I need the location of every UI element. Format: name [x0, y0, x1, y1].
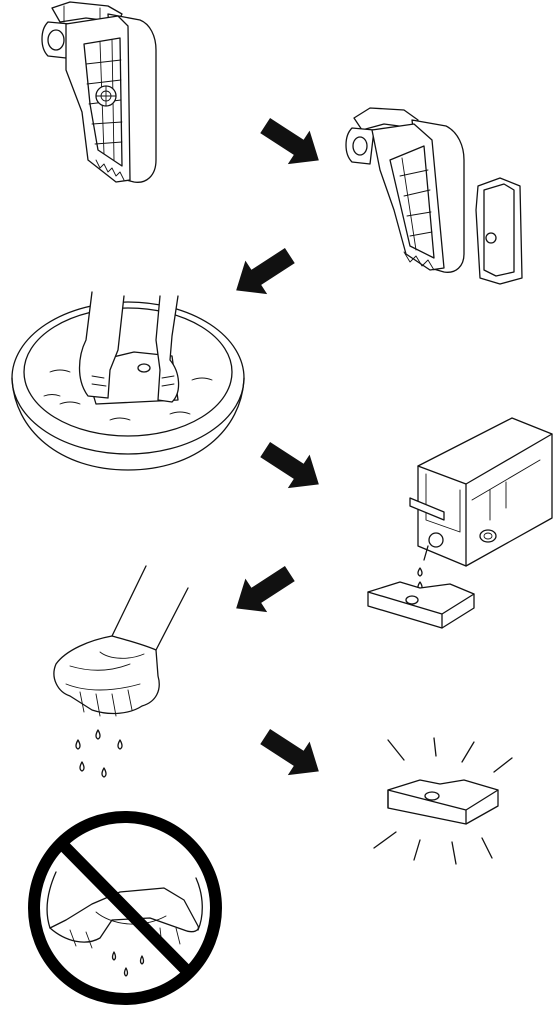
black-arrow-icon	[254, 109, 329, 177]
black-arrow-icon	[225, 557, 300, 625]
opened-cartridge-with-filter-icon	[346, 108, 522, 284]
filter-cartridge-icon	[42, 2, 156, 182]
faucet-rinse-icon	[368, 418, 552, 628]
clean-filter-icon	[374, 738, 512, 864]
hands-washing-basin-icon	[12, 292, 244, 470]
black-arrow-icon	[254, 720, 329, 788]
black-arrow-icon	[225, 239, 300, 307]
black-arrow-icon	[254, 433, 329, 501]
hands-squeezing-icon	[54, 566, 188, 777]
